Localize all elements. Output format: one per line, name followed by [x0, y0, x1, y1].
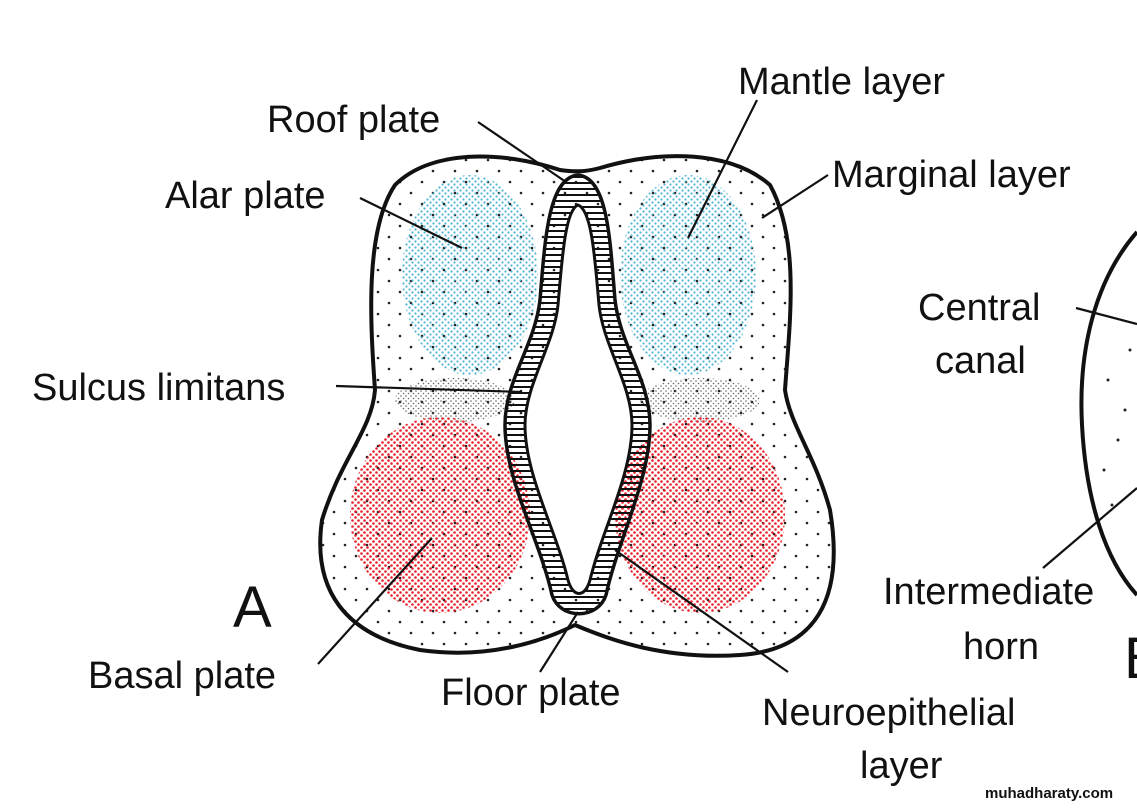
leader-neuroepithelial [614, 549, 789, 673]
label-alar-plate: Alar plate [165, 175, 326, 217]
label-floor-plate: Floor plate [441, 672, 621, 714]
label-sulcus-limitans: Sulcus limitans [32, 367, 285, 409]
panel-label-a: A [233, 575, 272, 640]
sulcus-zone-left [395, 378, 515, 422]
leader-central-canal [1075, 306, 1137, 326]
label-neuroepithelial-2: layer [860, 745, 943, 787]
label-intermediate-horn-2: horn [963, 626, 1039, 668]
label-intermediate-horn-1: Intermediate [883, 571, 1094, 613]
leader-roof-plate [477, 121, 567, 183]
leader-floor-plate [539, 611, 579, 673]
label-central-canal-1: Central [918, 287, 1041, 329]
label-central-canal-2: canal [935, 340, 1026, 382]
watermark: muhadharaty.com [985, 785, 1113, 802]
basal-plate-left-region [350, 417, 530, 613]
label-roof-plate: Roof plate [267, 99, 440, 141]
sulcus-zone-right [640, 378, 760, 422]
neuroepithelial-layer [503, 173, 652, 616]
panel-label-b: B [1124, 626, 1137, 691]
label-basal-plate: Basal plate [88, 655, 276, 697]
basal-plate-right-region [615, 417, 785, 613]
central-canal [523, 203, 634, 595]
alar-plate-right-region [620, 175, 756, 375]
leader-mantle-layer [687, 99, 758, 239]
alar-plate-left-region [402, 175, 538, 375]
panel-b-outline [1079, 230, 1137, 597]
panel-b-dots [1102, 348, 1132, 507]
leader-sulcus-limitans [335, 384, 523, 394]
label-mantle-layer: Mantle layer [738, 61, 945, 103]
leader-marginal-layer [761, 174, 829, 219]
leader-intermediate-horn [1042, 487, 1137, 569]
leader-alar-plate [359, 197, 463, 249]
label-neuroepithelial-1: Neuroepithelial [762, 692, 1016, 734]
label-marginal-layer: Marginal layer [832, 154, 1071, 196]
leader-basal-plate [317, 537, 433, 665]
leader-lines [317, 99, 1137, 673]
